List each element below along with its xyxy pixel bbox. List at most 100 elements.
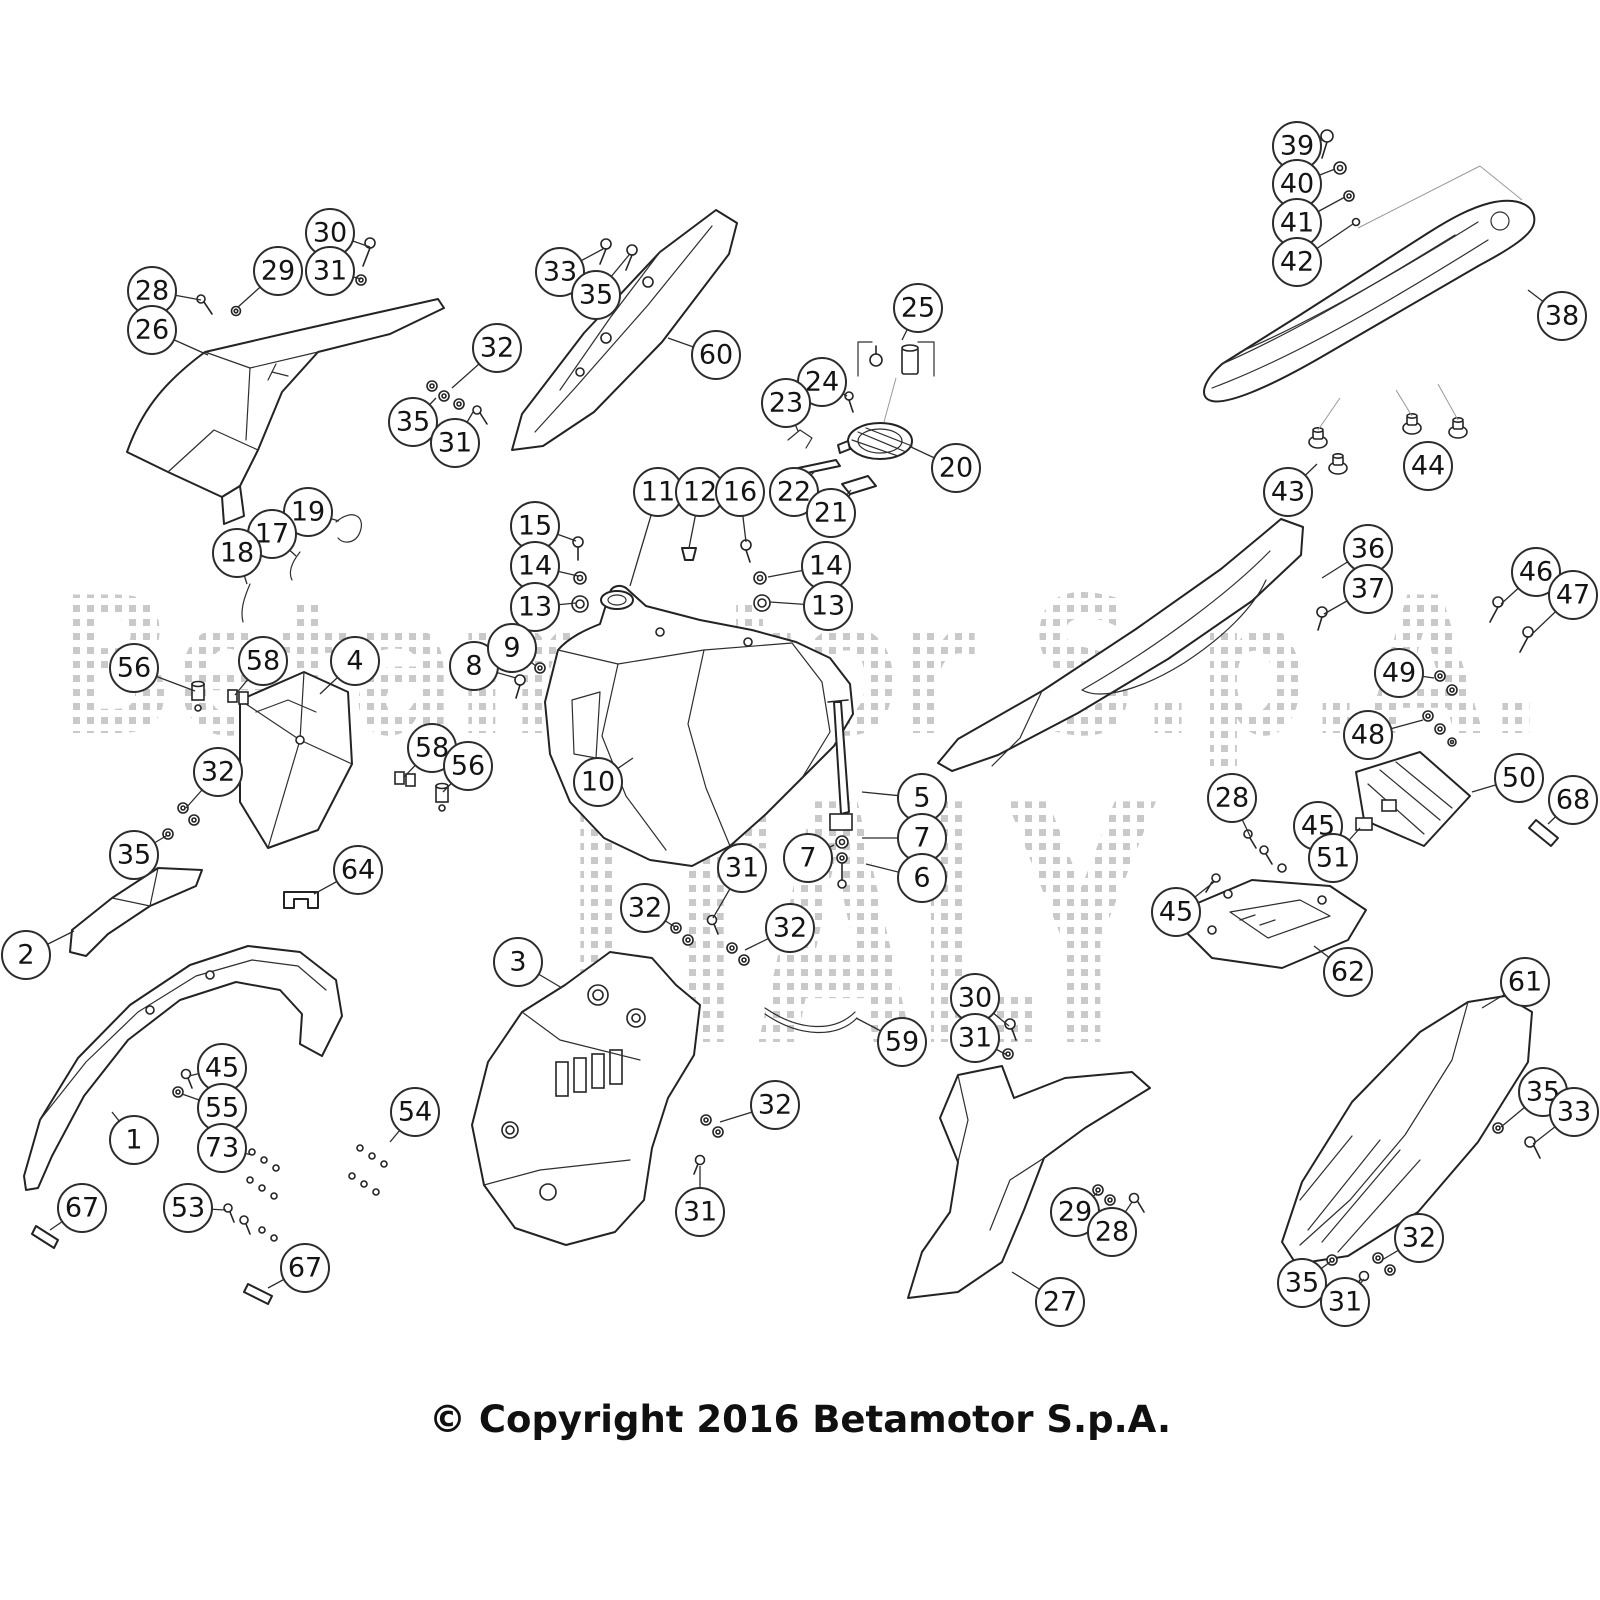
- callout-56: 56: [442, 741, 493, 793]
- part-fork-guard: [69, 867, 203, 957]
- callout-9: 9: [487, 623, 537, 673]
- fasteners-front-left: [31, 802, 388, 1305]
- svg-text:16: 16: [723, 477, 757, 508]
- svg-text:31: 31: [1328, 1287, 1362, 1318]
- callout-12: 12: [675, 467, 725, 549]
- callout-16: 16: [715, 467, 765, 543]
- svg-text:11: 11: [641, 477, 675, 508]
- svg-text:8: 8: [465, 651, 482, 682]
- part-front-fender: [23, 945, 343, 1191]
- callout-32: 32: [1381, 1213, 1444, 1263]
- part-rubber-strap: [764, 1007, 858, 1034]
- callout-49: 49: [1374, 648, 1435, 698]
- callout-67: 67: [267, 1243, 330, 1293]
- svg-text:32: 32: [628, 893, 662, 924]
- callout-32: 32: [719, 1080, 800, 1130]
- svg-text:17: 17: [255, 519, 289, 550]
- callout-11: 11: [629, 467, 683, 587]
- callout-38: 38: [1527, 289, 1587, 341]
- svg-text:23: 23: [769, 388, 803, 419]
- callout-31: 31: [430, 411, 480, 468]
- svg-text:3: 3: [509, 947, 526, 978]
- callout-1: 1: [109, 1111, 159, 1165]
- callout-48: 48: [1343, 710, 1424, 760]
- callout-28: 28: [1087, 1201, 1137, 1257]
- svg-text:67: 67: [288, 1253, 322, 1284]
- svg-text:7: 7: [799, 843, 816, 874]
- callout-32: 32: [185, 747, 243, 809]
- callout-31: 31: [1320, 1277, 1370, 1327]
- part-headlight-mask: [239, 671, 353, 849]
- callout-31: 31: [950, 1013, 1008, 1063]
- part-side-panel-left: [907, 1065, 1151, 1299]
- callout-35: 35: [109, 830, 167, 880]
- fasteners-rear-fender: [1205, 596, 1559, 899]
- svg-text:28: 28: [1095, 1217, 1129, 1248]
- callout-39: 39: [1272, 121, 1323, 171]
- part-petcock: [827, 699, 853, 889]
- copyright-text: © Copyright 2016 Betamotor S.p.A.: [428, 1398, 1172, 1441]
- svg-text:30: 30: [958, 983, 992, 1014]
- callout-45: 45: [188, 1043, 247, 1093]
- svg-text:64: 64: [341, 855, 375, 886]
- callout-6: 6: [865, 853, 947, 903]
- callout-42: 42: [1272, 223, 1354, 287]
- svg-text:36: 36: [1351, 534, 1385, 565]
- svg-text:51: 51: [1316, 843, 1350, 874]
- svg-text:27: 27: [1043, 1287, 1077, 1318]
- svg-text:12: 12: [683, 477, 717, 508]
- callout-32: 32: [620, 883, 676, 933]
- part-vent-tubes: [241, 514, 362, 623]
- callout-31: 31: [305, 246, 362, 296]
- part-seat: [1203, 199, 1536, 403]
- svg-text:14: 14: [809, 551, 843, 582]
- svg-text:24: 24: [805, 367, 839, 398]
- svg-text:21: 21: [814, 498, 848, 529]
- svg-text:31: 31: [683, 1197, 717, 1228]
- callout-73: 73: [197, 1123, 253, 1173]
- svg-text:48: 48: [1351, 720, 1385, 751]
- callout-32: 32: [451, 323, 522, 389]
- callout-60: 60: [667, 330, 741, 380]
- svg-text:28: 28: [1215, 783, 1249, 814]
- svg-text:35: 35: [396, 407, 430, 438]
- callout-13: 13: [769, 581, 853, 631]
- svg-text:46: 46: [1519, 557, 1553, 588]
- svg-text:43: 43: [1271, 477, 1305, 508]
- fasteners-shroud: [599, 238, 638, 271]
- callout-4: 4: [319, 636, 380, 695]
- callout-30: 30: [950, 973, 1010, 1027]
- svg-text:35: 35: [579, 280, 613, 311]
- callout-27: 27: [1011, 1271, 1085, 1327]
- callout-58: 58: [234, 636, 288, 696]
- callout-53: 53: [163, 1183, 227, 1233]
- callout-23: 23: [761, 378, 811, 432]
- svg-text:58: 58: [246, 646, 280, 677]
- callout-44: 44: [1403, 441, 1453, 491]
- callout-56: 56: [109, 643, 196, 693]
- svg-text:13: 13: [518, 592, 552, 623]
- svg-text:10: 10: [581, 767, 615, 798]
- callout-3: 3: [493, 937, 563, 989]
- part-fuel-tank: [544, 584, 854, 867]
- svg-text:1: 1: [125, 1125, 142, 1156]
- svg-text:60: 60: [699, 340, 733, 371]
- svg-text:54: 54: [398, 1097, 432, 1128]
- callout-5: 5: [861, 773, 947, 823]
- svg-text:31: 31: [438, 428, 472, 459]
- fasteners-skid-plate: [670, 914, 750, 1175]
- callout-33: 33: [1532, 1087, 1599, 1145]
- svg-text:4: 4: [346, 646, 363, 677]
- svg-text:41: 41: [1280, 208, 1314, 239]
- svg-text:6: 6: [913, 863, 930, 894]
- callout-50: 50: [1471, 753, 1544, 803]
- svg-text:45: 45: [1159, 897, 1193, 928]
- svg-text:50: 50: [1502, 763, 1536, 794]
- callout-61: 61: [1481, 957, 1550, 1009]
- svg-text:30: 30: [313, 218, 347, 249]
- part-rear-fender: [937, 518, 1304, 772]
- callout-45: 45: [1293, 801, 1343, 851]
- callout-28: 28: [1207, 773, 1257, 837]
